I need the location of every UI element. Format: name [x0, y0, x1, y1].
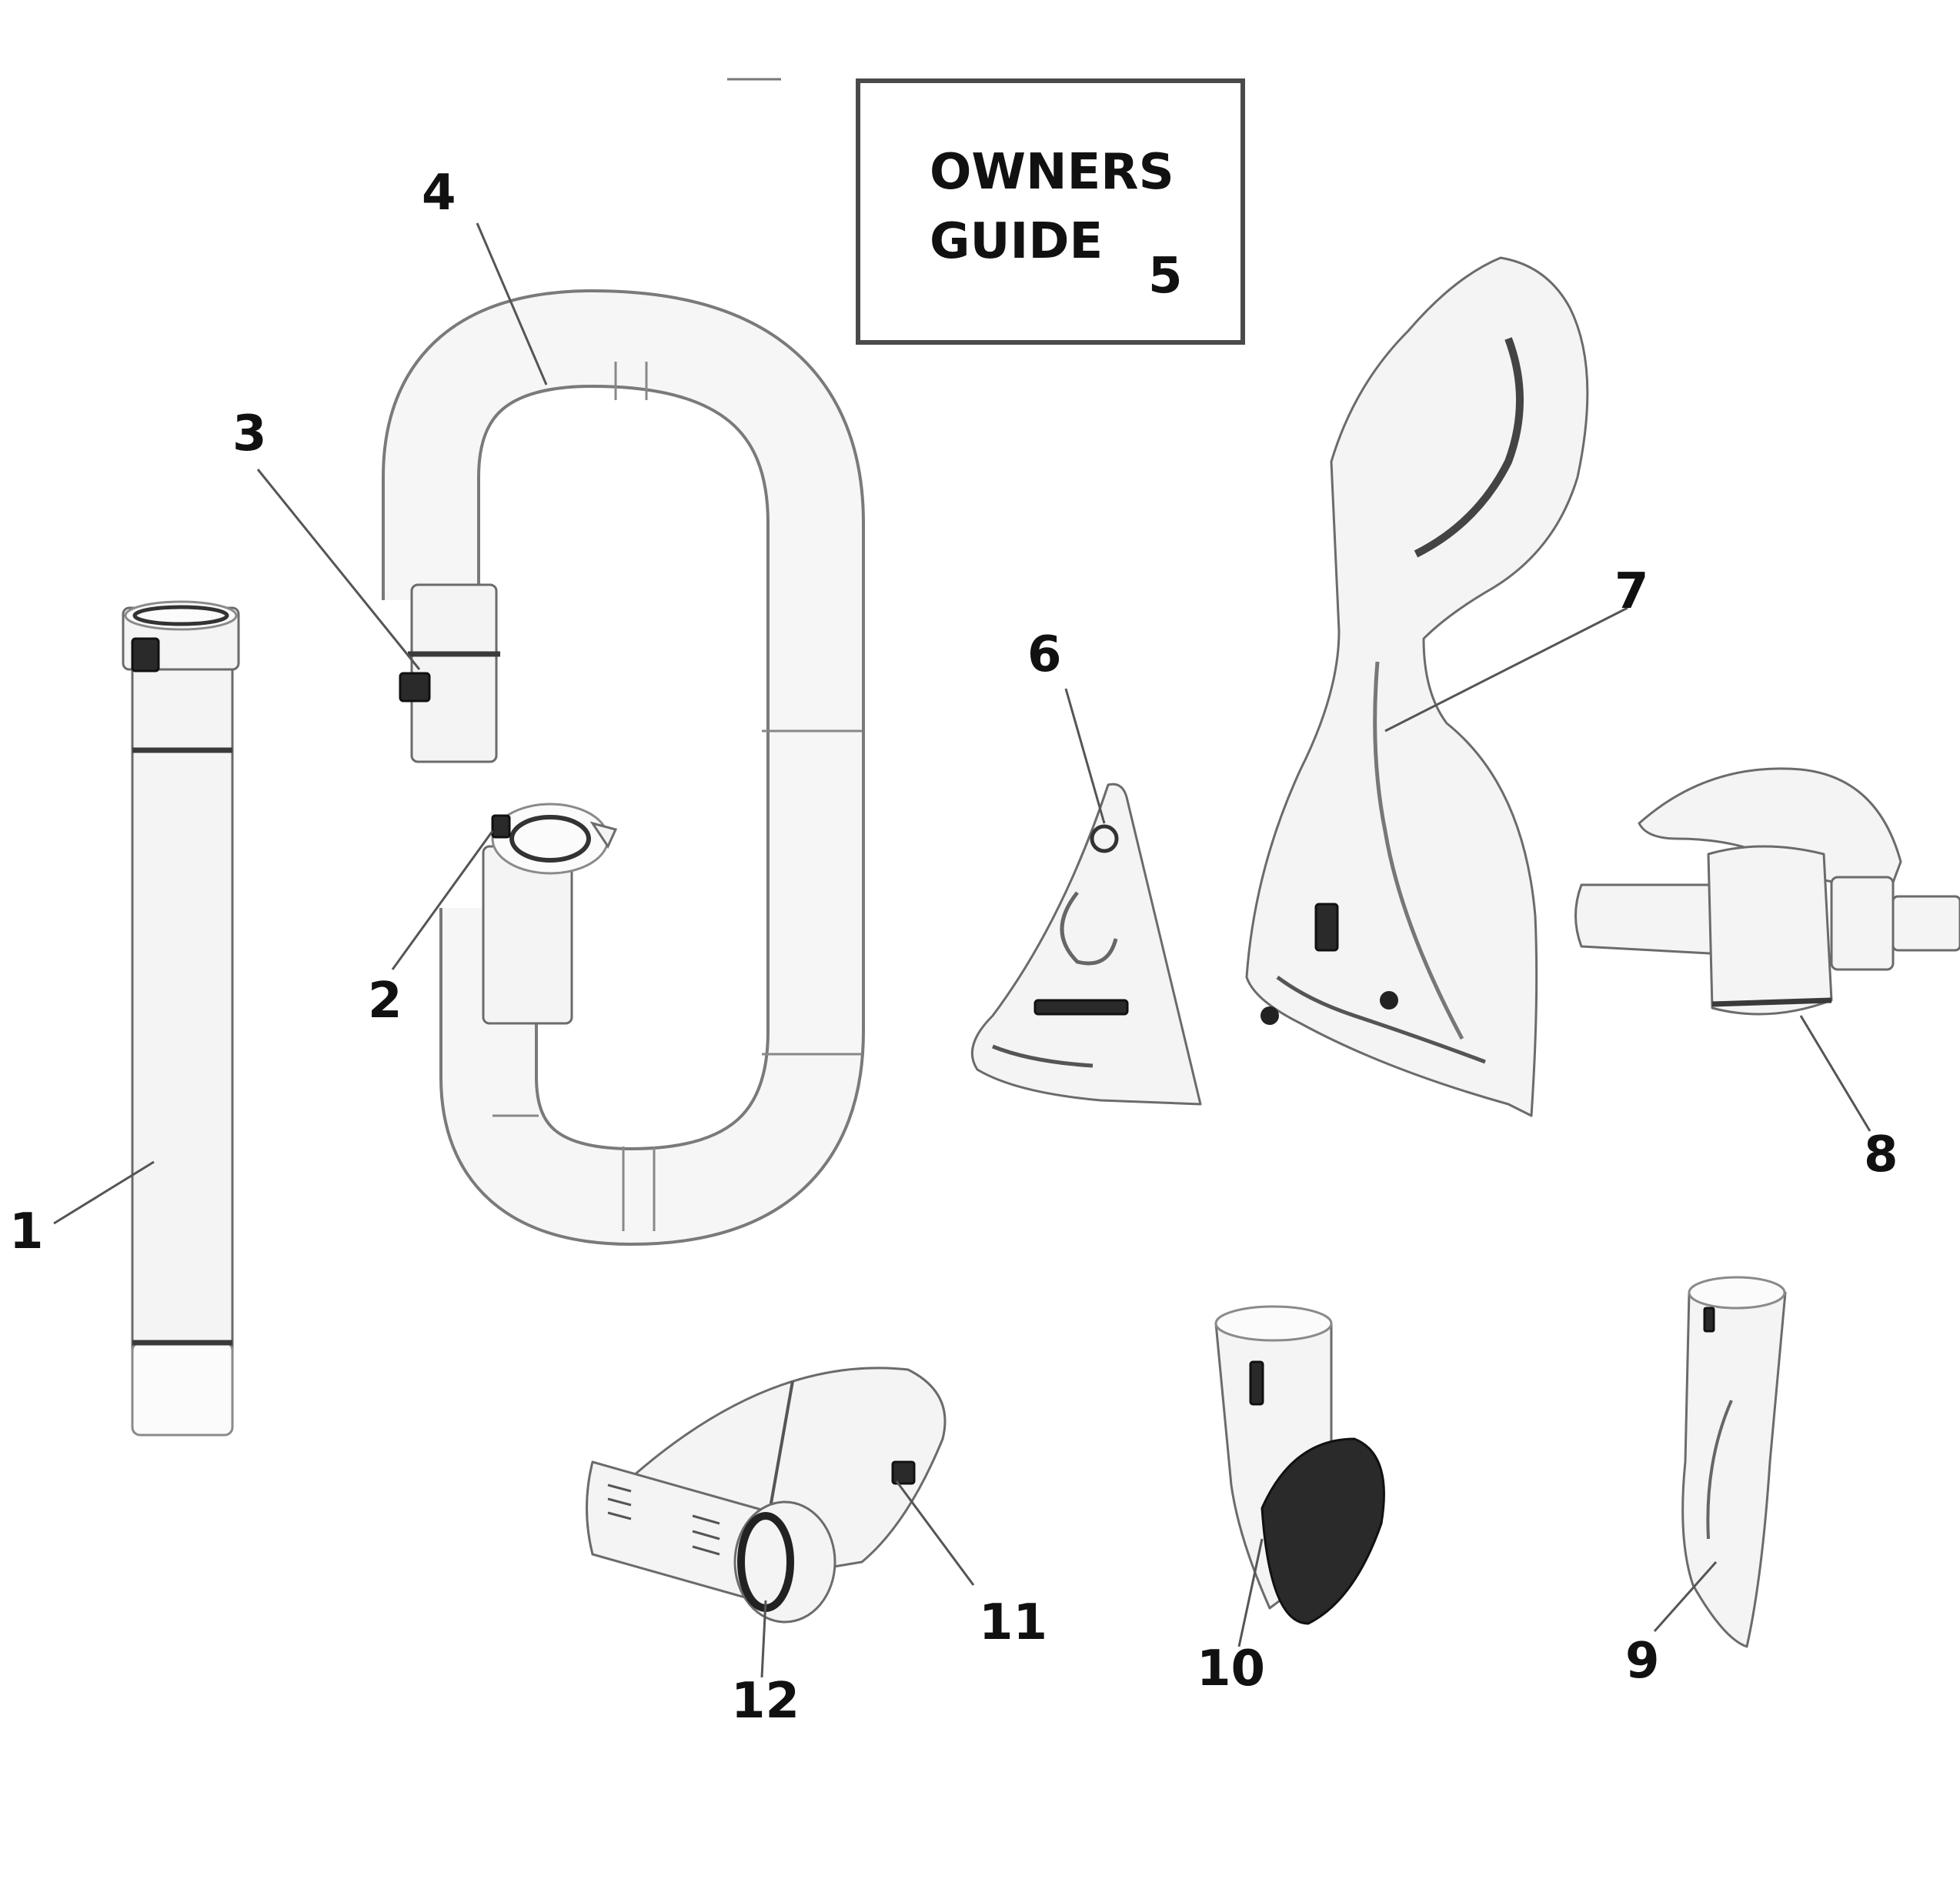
hose-swivel-lower: [482, 803, 618, 1025]
callout-12: 12: [731, 1673, 800, 1730]
callout-2: 2: [368, 973, 402, 1030]
callout-7: 7: [1614, 563, 1649, 620]
upholstery-tool: [1245, 256, 1589, 1117]
leader-4: [476, 222, 548, 385]
callout-9: 9: [1625, 1633, 1660, 1690]
callout-3: 3: [232, 406, 267, 462]
leader-8: [1799, 1015, 1872, 1132]
leader-1: [53, 1160, 155, 1225]
leader-2: [391, 830, 494, 970]
leader-7: [1384, 606, 1628, 733]
callout-11: 11: [979, 1594, 1047, 1651]
owners-guide-part: OWNERS GUIDE 5: [856, 78, 1245, 345]
leader-10: [1237, 1538, 1264, 1647]
callout-1: 1: [9, 1203, 44, 1260]
owners-guide-line1: OWNERS: [930, 144, 1174, 201]
owners-guide-line2: GUIDE: [930, 213, 1103, 270]
adapter: [1574, 767, 1960, 1016]
extension-wand: [122, 600, 240, 1437]
leader-12: [760, 1600, 767, 1678]
leader-6: [1064, 688, 1106, 824]
callout-10: 10: [1197, 1640, 1265, 1697]
hose-cuff-upper: [399, 583, 500, 763]
callout-8: 8: [1864, 1126, 1898, 1183]
crevice-tool: [1681, 1276, 1787, 1648]
leader-9: [1653, 1561, 1718, 1632]
turbo-brush: [586, 1367, 947, 1624]
leader-11: [895, 1480, 975, 1586]
callout-5: 5: [1148, 248, 1183, 305]
dusting-brush: [1214, 1305, 1385, 1625]
leader-3: [256, 469, 421, 670]
hose: [382, 289, 865, 1247]
triangular-tool: [970, 783, 1202, 1106]
callout-4: 4: [422, 165, 456, 222]
callout-6: 6: [1027, 626, 1062, 683]
